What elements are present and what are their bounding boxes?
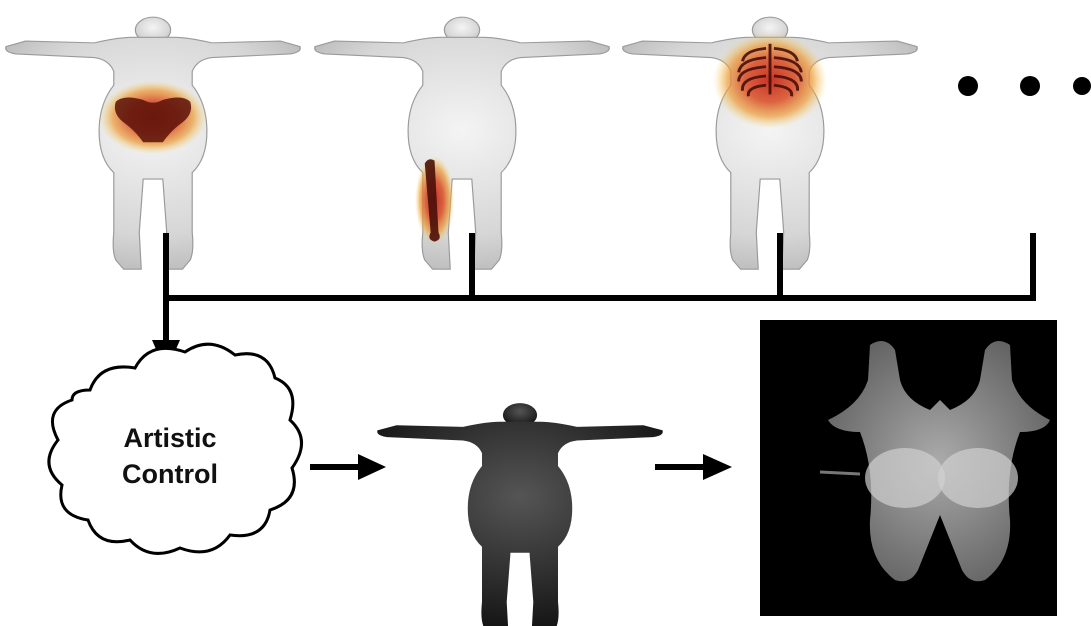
cloud-label-line2: Control bbox=[60, 456, 280, 492]
dark-rendered-body bbox=[377, 403, 663, 626]
mesh-figure-femur bbox=[315, 17, 610, 269]
arrow-body-to-uvmap bbox=[655, 454, 732, 480]
mesh-figure-ribcage bbox=[623, 17, 918, 269]
cloud-label-line1: Artistic bbox=[60, 420, 280, 456]
ellipsis-dots bbox=[958, 76, 1091, 96]
uv-map-panel bbox=[760, 320, 1057, 616]
cloud-label: Artistic Control bbox=[60, 420, 280, 492]
arrow-cloud-to-body bbox=[310, 454, 386, 480]
mesh-figure-pelvis bbox=[6, 17, 301, 269]
